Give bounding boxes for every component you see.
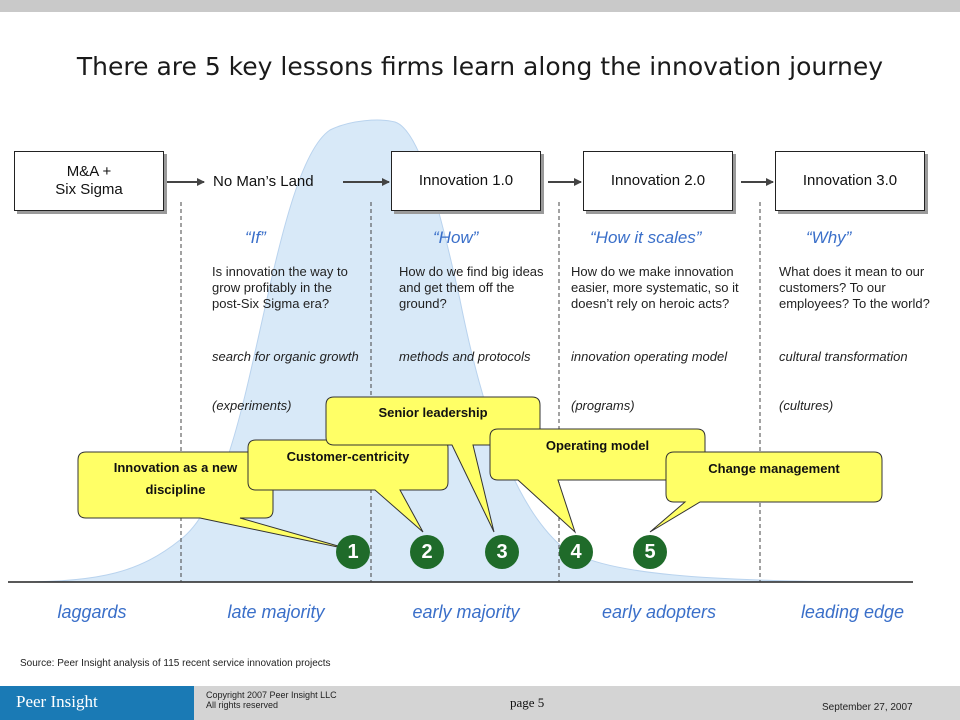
copyright-line: Copyright 2007 Peer Insight LLC — [206, 690, 337, 700]
column-vehicle-4: (cultures) — [779, 398, 834, 413]
lesson-marker-4: 4 — [559, 535, 593, 569]
column-question-4: What does it mean to our customers? To o… — [779, 264, 930, 311]
callout-bubble-3 — [325, 396, 541, 533]
segment-leading-edge: leading edge — [800, 602, 905, 622]
stage-label: Innovation 3.0 — [802, 172, 898, 189]
top-bar — [0, 0, 960, 12]
column-quote-why: “Why” — [806, 228, 852, 247]
slide-title: There are 5 key lessons firms learn alon… — [76, 52, 884, 81]
footer-brand-panel — [0, 686, 194, 720]
lesson-marker-5: 5 — [633, 535, 667, 569]
stage-label: Innovation 2.0 — [610, 172, 706, 189]
column-vehicle-3: (programs) — [571, 398, 635, 413]
callout-text-1: Innovation as a new discipline — [78, 457, 273, 501]
callout-text-5: Change management — [708, 461, 840, 476]
copyright-line: All rights reserved — [206, 700, 279, 710]
stage-label-line: Six Sigma — [55, 181, 123, 198]
stage-label: Innovation 1.0 — [418, 172, 514, 189]
brand-logo-text: Peer Insight — [16, 692, 98, 711]
column-question-2: How do we find big ideas and get them of… — [399, 264, 544, 311]
segment-late-majority: late majority — [227, 602, 325, 622]
lesson-marker-3: 3 — [485, 535, 519, 569]
footer-date: September 27, 2007 — [822, 702, 913, 713]
stage-box-innovation-1-0: Innovation 1.0 — [391, 151, 541, 211]
lesson-marker-1: 1 — [336, 535, 370, 569]
column-focus-4: cultural transformation — [779, 349, 908, 364]
callout-text-2: Customer-centricity — [286, 449, 410, 464]
column-focus-3: innovation operating model — [571, 349, 728, 364]
callout-text-4: Operating model — [545, 438, 650, 453]
column-quote-if: “If” — [245, 228, 266, 247]
callout-line: Innovation as a new — [113, 460, 238, 475]
column-focus-1: search for organic growth — [212, 349, 359, 364]
callout-bubble-5 — [649, 451, 883, 533]
callout-bubble-4 — [489, 428, 706, 534]
stage-box-innovation-3-0: Innovation 3.0 — [775, 151, 925, 211]
copyright: Copyright 2007 Peer Insight LLC All righ… — [206, 690, 337, 710]
segment-early-adopters: early adopters — [601, 602, 717, 622]
stage-box-ma-six-sigma: M&A +Six Sigma — [14, 151, 164, 211]
column-quote-how-it-scales: “How it scales” — [590, 228, 702, 247]
column-question-3: How do we make innovation easier, more s… — [571, 264, 739, 311]
callout-text-3: Senior leadership — [378, 405, 488, 420]
column-quote-how: “How” — [433, 228, 479, 247]
column-question-1: Is innovation the way to grow profitably… — [212, 264, 348, 311]
lesson-marker-2: 2 — [410, 535, 444, 569]
page-number: page 5 — [510, 695, 545, 710]
column-vehicle-1: (experiments) — [212, 398, 292, 413]
source-note: Source: Peer Insight analysis of 115 rec… — [20, 658, 331, 669]
callout-line: discipline — [145, 482, 206, 497]
column-focus-2: methods and protocols — [399, 349, 531, 364]
stage-box-innovation-2-0: Innovation 2.0 — [583, 151, 733, 211]
segment-laggards: laggards — [57, 602, 127, 622]
stage-label-no-mans-land: No Man’s Land — [213, 173, 314, 190]
segment-early-majority: early majority — [412, 602, 520, 622]
stage-label-line: M&A + — [66, 163, 112, 180]
